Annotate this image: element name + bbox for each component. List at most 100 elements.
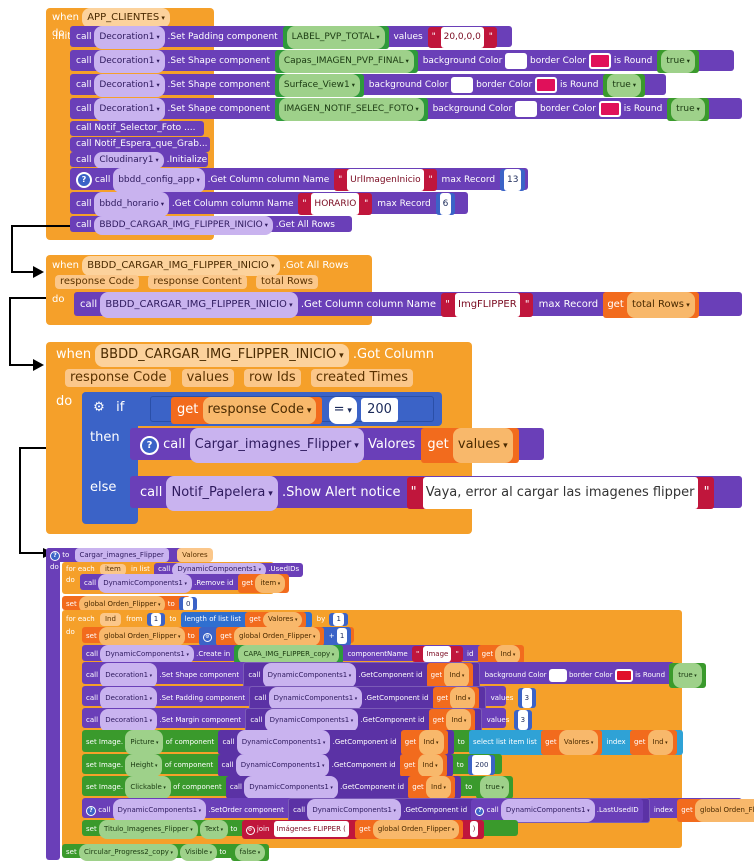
create-component-call[interactable]: call DynamicComponents1 .Create in CAPA_…	[82, 645, 525, 664]
set-progress-visible-block[interactable]: set Circular_Progress2_copy Visible to f…	[62, 844, 270, 861]
property-dropdown[interactable]: Visible	[180, 844, 218, 861]
background-color-swatch[interactable]	[451, 76, 474, 93]
compare-block[interactable]: get response Code = 200	[150, 396, 434, 424]
component-dropdown[interactable]: BBDD_CARGAR_IMG_FLIPPER_INICIO	[94, 216, 273, 235]
component-dropdown[interactable]: Decoration1	[94, 98, 165, 121]
help-icon[interactable]: ?	[50, 551, 60, 561]
text-literal[interactable]: HORARIO	[311, 193, 360, 215]
set-title-text-block[interactable]: set Titulo_Imagenes_Flipper Text to ⚙ jo…	[82, 820, 518, 839]
component-dropdown[interactable]: Decoration1	[100, 687, 158, 710]
component-dropdown[interactable]: bbdd_config_app	[113, 168, 205, 193]
border-color-swatch[interactable]	[598, 100, 621, 117]
component-dropdown[interactable]: Cloudinary1	[94, 152, 164, 169]
variable-dropdown[interactable]: Ind	[426, 776, 451, 799]
call-procedure-block[interactable]: ? call Cargar_imagnes_Flipper Valores ge…	[130, 428, 544, 463]
variable-dropdown[interactable]: Valores	[558, 730, 599, 755]
component-block[interactable]: CAPA_IMG_FLIPPER_copy	[238, 645, 340, 664]
text-literal[interactable]: )	[469, 821, 479, 837]
component-block[interactable]: Surface_View1	[278, 74, 360, 97]
component-dropdown[interactable]: DynamicComponents1	[244, 776, 338, 799]
component-dropdown[interactable]: bbdd_horario	[94, 192, 169, 217]
component-dropdown[interactable]: DynamicComponents1	[236, 730, 331, 755]
number-literal[interactable]: 3	[521, 688, 533, 708]
component-dropdown[interactable]: Circular_Progress2_copy	[78, 844, 178, 861]
set-image-height-block[interactable]: set Image. Height of component call Dyna…	[82, 754, 502, 777]
component-dropdown[interactable]: Decoration1	[100, 663, 158, 688]
gear-icon[interactable]: ⚙	[90, 399, 108, 417]
border-color-swatch[interactable]	[588, 52, 611, 69]
get-column-call[interactable]: ? call bbdd_config_app .Get Column colum…	[70, 168, 528, 193]
number-literal[interactable]: 200	[472, 755, 492, 775]
variable-dropdown[interactable]: item	[255, 574, 286, 593]
variable-dropdown[interactable]: total Rows	[626, 292, 695, 318]
procedure-block[interactable]	[46, 548, 60, 860]
component-dropdown[interactable]: Titulo_Imagenes_Flipper	[98, 820, 198, 839]
variable-dropdown[interactable]: Ind	[647, 730, 673, 755]
number-literal[interactable]: 13	[504, 169, 522, 191]
variable-dropdown[interactable]: Valores	[262, 612, 303, 628]
variable-dropdown[interactable]: Ind	[418, 730, 444, 755]
help-icon[interactable]: ?	[140, 436, 159, 455]
get-column-call[interactable]: call bbdd_horario .Get Column column Nam…	[70, 192, 468, 217]
cloudinary-initialize-call[interactable]: call Cloudinary1 .Initialize	[70, 152, 208, 169]
variable-dropdown[interactable]: global Orden_Flipper	[694, 799, 754, 822]
param-created-times[interactable]: created Times	[310, 369, 414, 387]
variable-dropdown[interactable]: global Orden_Flipper	[372, 820, 460, 839]
loop-variable[interactable]: Ind	[99, 613, 121, 626]
collapsed-call-block[interactable]: call Notif_Espera_que_Grab...	[70, 137, 210, 152]
boolean-dropdown[interactable]: true	[661, 50, 695, 73]
component-dropdown[interactable]: Decoration1	[94, 50, 165, 73]
set-order-call[interactable]: ? call DynamicComponents1 .SetOrder comp…	[82, 798, 754, 823]
background-color-swatch[interactable]	[515, 100, 538, 117]
variable-dropdown[interactable]: global Orden_Flipper	[78, 596, 166, 613]
set-padding-dynamic-call[interactable]: call Decoration1 .Set Padding component …	[82, 686, 537, 711]
variable-dropdown[interactable]: values	[452, 428, 513, 463]
component-block[interactable]: Capas_IMAGEN_PVP_FINAL	[278, 50, 414, 73]
number-literal[interactable]: 1	[333, 613, 344, 626]
component-dropdown[interactable]: DynamicComponents1	[264, 709, 359, 732]
text-literal[interactable]: Vaya, error al cargar las imagenes flipp…	[422, 477, 698, 509]
property-dropdown[interactable]: Clickable	[125, 776, 171, 799]
set-image-clickable-block[interactable]: set Image. Clickable of component call D…	[82, 776, 513, 799]
help-icon[interactable]: ?	[76, 172, 92, 188]
remove-call[interactable]: call DynamicComponents1 .Remove id get i…	[80, 574, 290, 593]
number-literal[interactable]: 3	[517, 710, 529, 730]
procedure-param[interactable]: Valores	[177, 548, 213, 562]
set-shape-call[interactable]: call Decoration1 .Set Shape component Su…	[70, 74, 666, 97]
get-all-rows-call[interactable]: call BBDD_CARGAR_IMG_FLIPPER_INICIO .Get…	[70, 216, 352, 235]
set-global-block[interactable]: set global Orden_Flipper to 0	[62, 596, 198, 613]
number-literal[interactable]: 1	[150, 613, 162, 626]
param-values[interactable]: values	[181, 369, 234, 387]
gear-icon[interactable]: ⚙	[202, 633, 212, 642]
background-color-swatch[interactable]	[548, 668, 567, 682]
set-shape-call[interactable]: call Decoration1 .Set Shape component IM…	[70, 98, 742, 121]
help-icon[interactable]: ?	[475, 807, 485, 816]
component-dropdown[interactable]: DynamicComponents1	[100, 645, 194, 664]
border-color-swatch[interactable]	[535, 76, 558, 93]
component-dropdown[interactable]: Notif_Papelera	[166, 476, 278, 511]
boolean-dropdown[interactable]: true	[671, 98, 705, 121]
component-block[interactable]: IMAGEN_NOTIF_SELEC_FOTO	[278, 98, 424, 121]
gear-icon[interactable]: ⚙	[245, 826, 255, 835]
component-dropdown[interactable]: BBDD_CARGAR_IMG_FLIPPER_INICIO	[95, 344, 349, 367]
component-dropdown[interactable]: DynamicComponents1	[262, 663, 357, 688]
loop-variable[interactable]: item	[99, 564, 126, 575]
boolean-dropdown[interactable]: true	[480, 776, 509, 799]
text-literal[interactable]: UrlImagenInicio	[347, 169, 424, 191]
component-dropdown[interactable]: APP_CLIENTES	[82, 8, 170, 28]
param-total-rows[interactable]: total Rows	[255, 275, 319, 289]
property-dropdown[interactable]: Height	[125, 754, 163, 777]
help-icon[interactable]: ?	[86, 806, 96, 816]
text-literal[interactable]: 20,0,0,0	[440, 27, 484, 48]
component-dropdown[interactable]: DynamicComponents1	[98, 574, 192, 593]
set-shape-dynamic-call[interactable]: call Decoration1 .Set Shape component ca…	[82, 662, 706, 689]
component-dropdown[interactable]: Decoration1	[94, 26, 165, 49]
variable-dropdown[interactable]: Ind	[450, 687, 476, 710]
component-dropdown[interactable]: DynamicComponents1	[112, 799, 207, 822]
param-row-ids[interactable]: row Ids	[244, 369, 301, 387]
component-dropdown[interactable]: BBDD_CARGAR_IMG_FLIPPER_INICIO	[100, 292, 298, 318]
property-dropdown[interactable]: Text	[199, 820, 229, 839]
component-dropdown[interactable]: Decoration1	[94, 74, 165, 97]
variable-dropdown[interactable]: Ind	[417, 754, 443, 777]
number-literal[interactable]: 1	[336, 628, 348, 644]
